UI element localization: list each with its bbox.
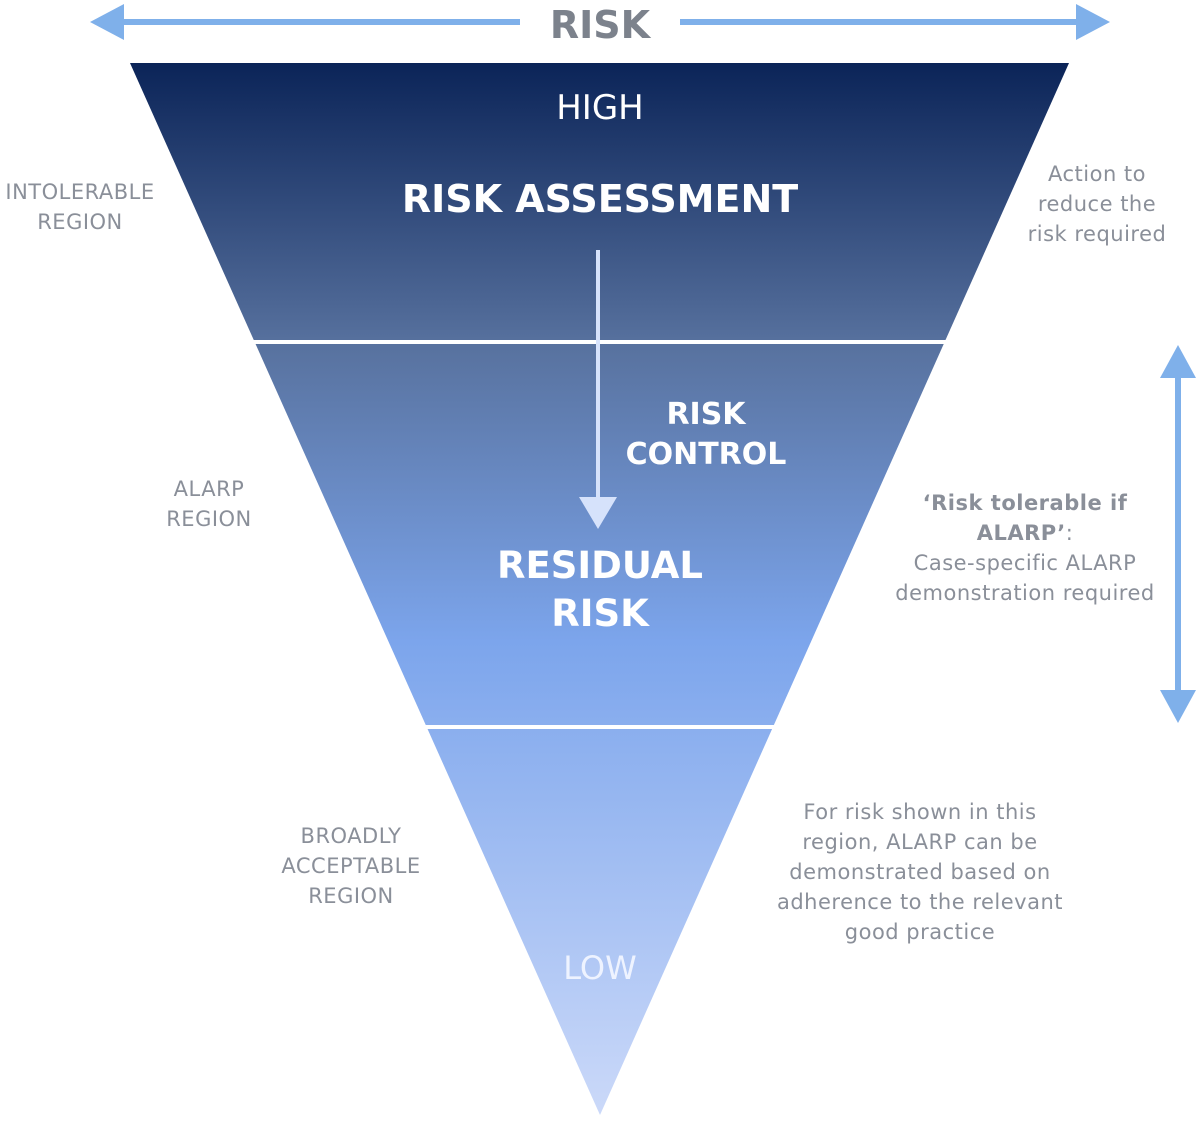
acceptable-note: For risk shown in this region, ALARP can…: [776, 800, 1064, 944]
intolerable-region-label: INTOLERABLE REGION: [5, 180, 155, 234]
alarp-note-title: ‘Risk tolerable if ALARP’:: [922, 491, 1128, 545]
alarp-note: ‘Risk tolerable if ALARP’: Case-specific…: [880, 488, 1170, 608]
high-label: HIGH: [556, 88, 644, 128]
risk-triangle: [130, 63, 1069, 1115]
risk-arrow-right-head: [1076, 4, 1110, 40]
alarp-range-arrow: [1160, 345, 1196, 723]
risk-control-arrow: [579, 250, 617, 529]
residual-risk-line-1: RESIDUAL: [496, 544, 703, 587]
residual-risk-heading: RESIDUAL RISK: [450, 542, 750, 638]
risk-control-line-1: RISK: [666, 397, 746, 432]
risk-control-heading: RISK CONTROL: [606, 395, 806, 475]
risk-assessment-heading: RISK ASSESSMENT: [401, 177, 799, 221]
low-label: LOW: [563, 949, 637, 987]
residual-risk-line-2: RISK: [551, 592, 649, 635]
risk-arrow-left-head: [90, 4, 124, 40]
risk-axis-arrow: RISK: [90, 3, 1110, 47]
alarp-region-label: ALARP REGION: [166, 477, 252, 531]
risk-label: RISK: [550, 3, 652, 47]
risk-control-line-2: CONTROL: [625, 437, 787, 472]
broadly-acceptable-region-label: BROADLY ACCEPTABLE REGION: [281, 824, 421, 908]
intolerable-note: Action to reduce the risk required: [1027, 162, 1167, 246]
